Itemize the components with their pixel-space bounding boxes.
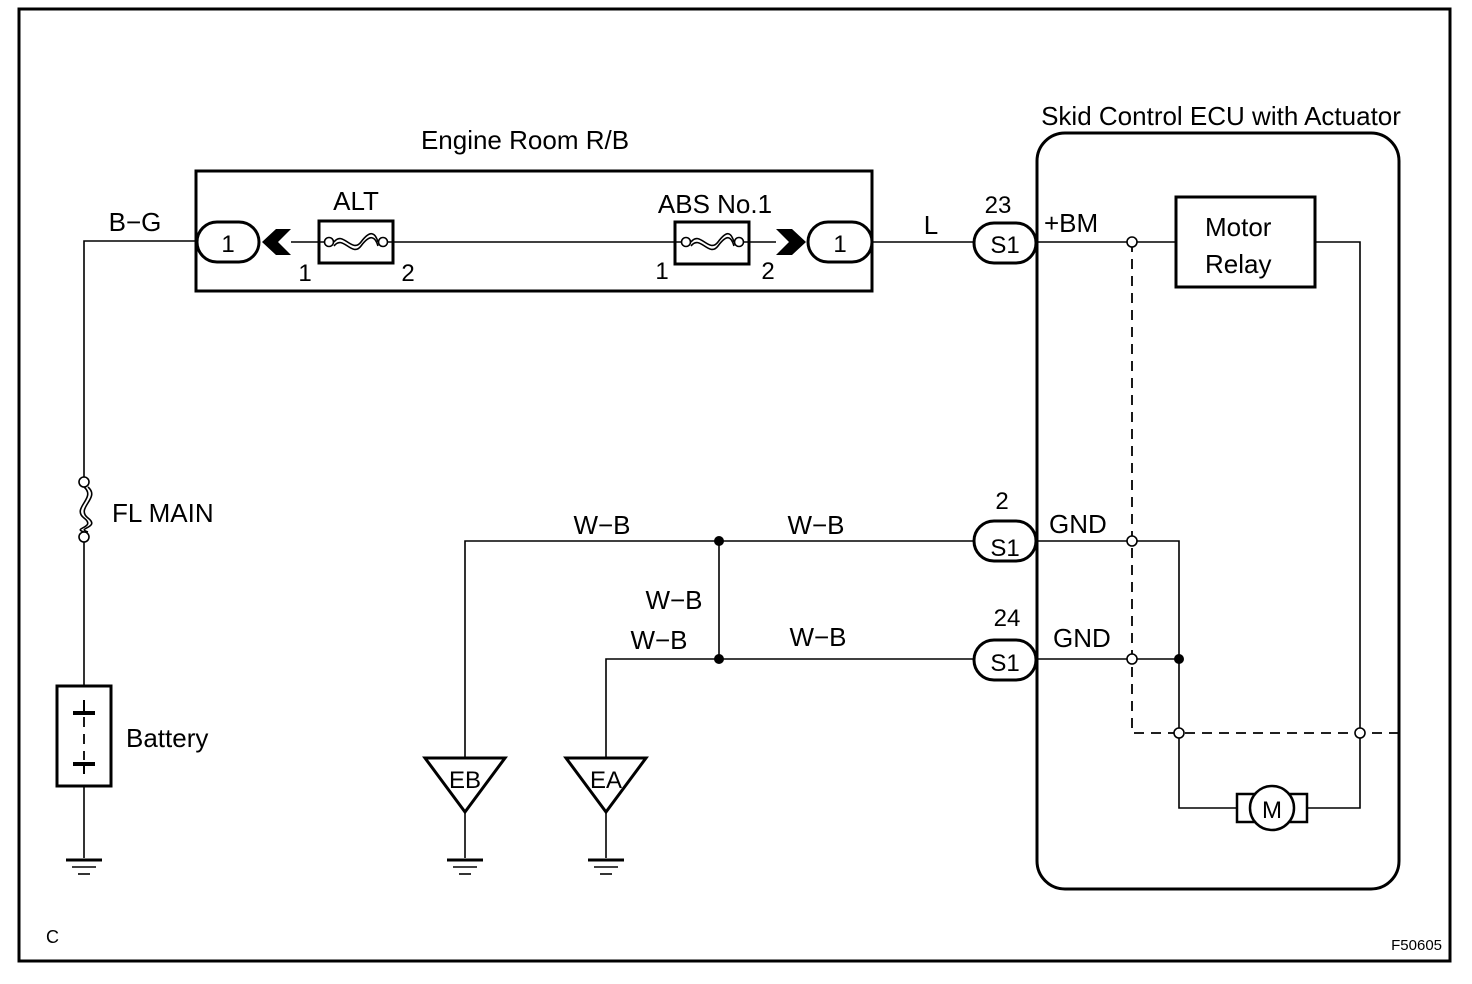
s1-gnd2-number: 24 [994, 605, 1021, 632]
fuse-abs-body [673, 220, 751, 266]
ecu-title: Skid Control ECU with Actuator [1041, 101, 1401, 131]
motor-relay-label-1: Motor [1205, 212, 1272, 242]
s1-bm-label: S1 [990, 232, 1019, 259]
wire-label-ground-4: W−B [630, 625, 687, 655]
wire-label-ground-3: W−B [645, 585, 702, 615]
wire-label-battery-feed: B−G [109, 207, 162, 237]
ground-symbol-battery [66, 858, 102, 875]
ground-point-eb [422, 756, 508, 815]
figure-code: F50605 [1391, 937, 1442, 954]
ground-symbol-eb [447, 858, 483, 875]
rb-in-arrow [262, 229, 291, 255]
rb-out-arrow [776, 229, 806, 255]
fuse-alt-label: ALT [333, 186, 379, 216]
ground-symbol-ea [588, 858, 624, 875]
ecu-outline [1035, 131, 1401, 891]
fuse-alt-element [333, 232, 379, 247]
rb-in-connector-pin: 1 [221, 231, 234, 258]
s1-gnd1-label: S1 [990, 535, 1019, 562]
rb-in-connector [195, 220, 261, 264]
fuse-abs-label: ABS No.1 [658, 189, 772, 219]
alt-pin-a: 1 [298, 260, 311, 287]
s1-bm-number: 23 [985, 192, 1012, 219]
s1-gnd1-number: 2 [995, 488, 1008, 515]
alt-pin-b: 2 [401, 260, 414, 287]
fusible-link-label: FL MAIN [112, 498, 214, 528]
wire-label-ecu-feed: L [924, 210, 938, 240]
motor-relay-label-2: Relay [1205, 249, 1271, 279]
terminal-bm: +BM [1044, 208, 1098, 238]
abs-pin-a: 1 [655, 258, 668, 285]
relay-box-outline [194, 169, 874, 293]
wire-label-ground-1: W−B [573, 510, 630, 540]
fusible-link-element [79, 486, 89, 533]
s1-gnd2-label: S1 [990, 650, 1019, 677]
wire-relay-to-motor [1307, 241, 1361, 809]
ground-point-ea [563, 756, 649, 815]
wire-battery-feed [83, 240, 197, 478]
s1-bm-connector [972, 221, 1038, 265]
wire-ground-ea [605, 658, 974, 758]
ground-ea-label: EA [590, 767, 622, 794]
wire-ground-eb [464, 540, 974, 758]
motor-label: M [1262, 797, 1282, 824]
terminal-gnd2: GND [1053, 623, 1111, 653]
battery-label: Battery [126, 723, 208, 753]
motor-symbol [1248, 784, 1296, 832]
fuse-abs-element [690, 232, 735, 247]
dashed-internal-bus [1131, 242, 1398, 734]
abs-pin-b: 2 [761, 258, 774, 285]
wire-label-ground-5: W−B [789, 622, 846, 652]
diagram-frame [17, 7, 1452, 963]
wire-gnd1-internal [1036, 540, 1237, 809]
ground-eb-label: EB [449, 767, 481, 794]
wire-label-ground-2: W−B [787, 510, 844, 540]
rb-out-connector-pin: 1 [833, 231, 846, 258]
s1-gnd2-connector [972, 638, 1038, 682]
corner-letter: C [46, 927, 59, 947]
relay-box-title: Engine Room R/B [421, 125, 629, 155]
terminal-gnd1: GND [1049, 509, 1107, 539]
